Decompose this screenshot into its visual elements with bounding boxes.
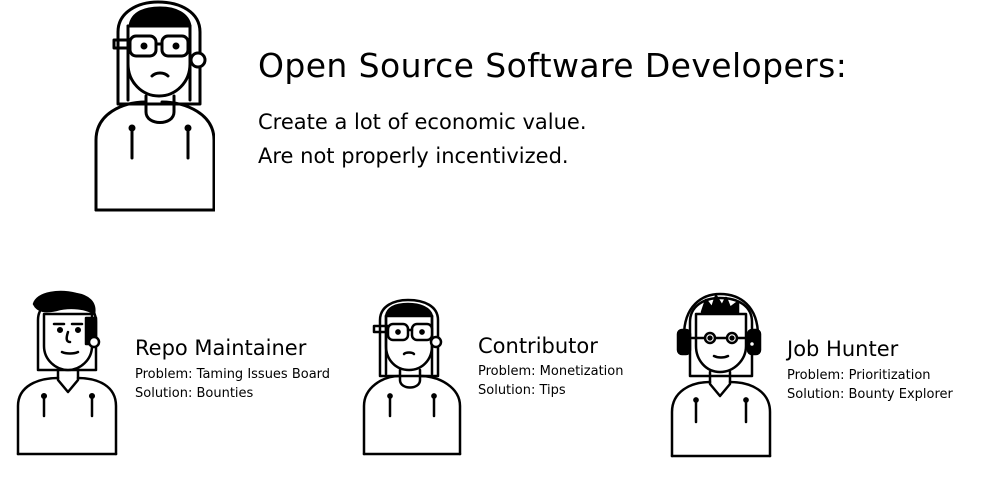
persona-name-job-hunter: Job Hunter	[787, 337, 899, 361]
persona-problem-contributor: Problem: Monetization	[478, 364, 624, 379]
persona-problem-job-hunter: Problem: Prioritization	[787, 368, 931, 383]
persona-problem-repo-maintainer: Problem: Taming Issues Board	[135, 367, 331, 382]
statement-line-2: Are not properly incentivized.	[258, 144, 569, 168]
persona-name-repo-maintainer: Repo Maintainer	[135, 336, 307, 360]
persona-solution-contributor: Solution: Tips	[478, 383, 566, 398]
page-title: Open Source Software Developers:	[258, 46, 848, 85]
persona-name-contributor: Contributor	[478, 334, 598, 358]
persona-solution-repo-maintainer: Solution: Bounties	[135, 386, 254, 401]
contributor-avatar-icon	[362, 298, 462, 456]
statement-line-1: Create a lot of economic value.	[258, 110, 587, 134]
developer-avatar-icon	[94, 0, 215, 212]
job-hunter-avatar-icon	[670, 292, 772, 458]
repo-maintainer-avatar-icon	[16, 290, 118, 456]
persona-solution-job-hunter: Solution: Bounty Explorer	[787, 387, 953, 402]
